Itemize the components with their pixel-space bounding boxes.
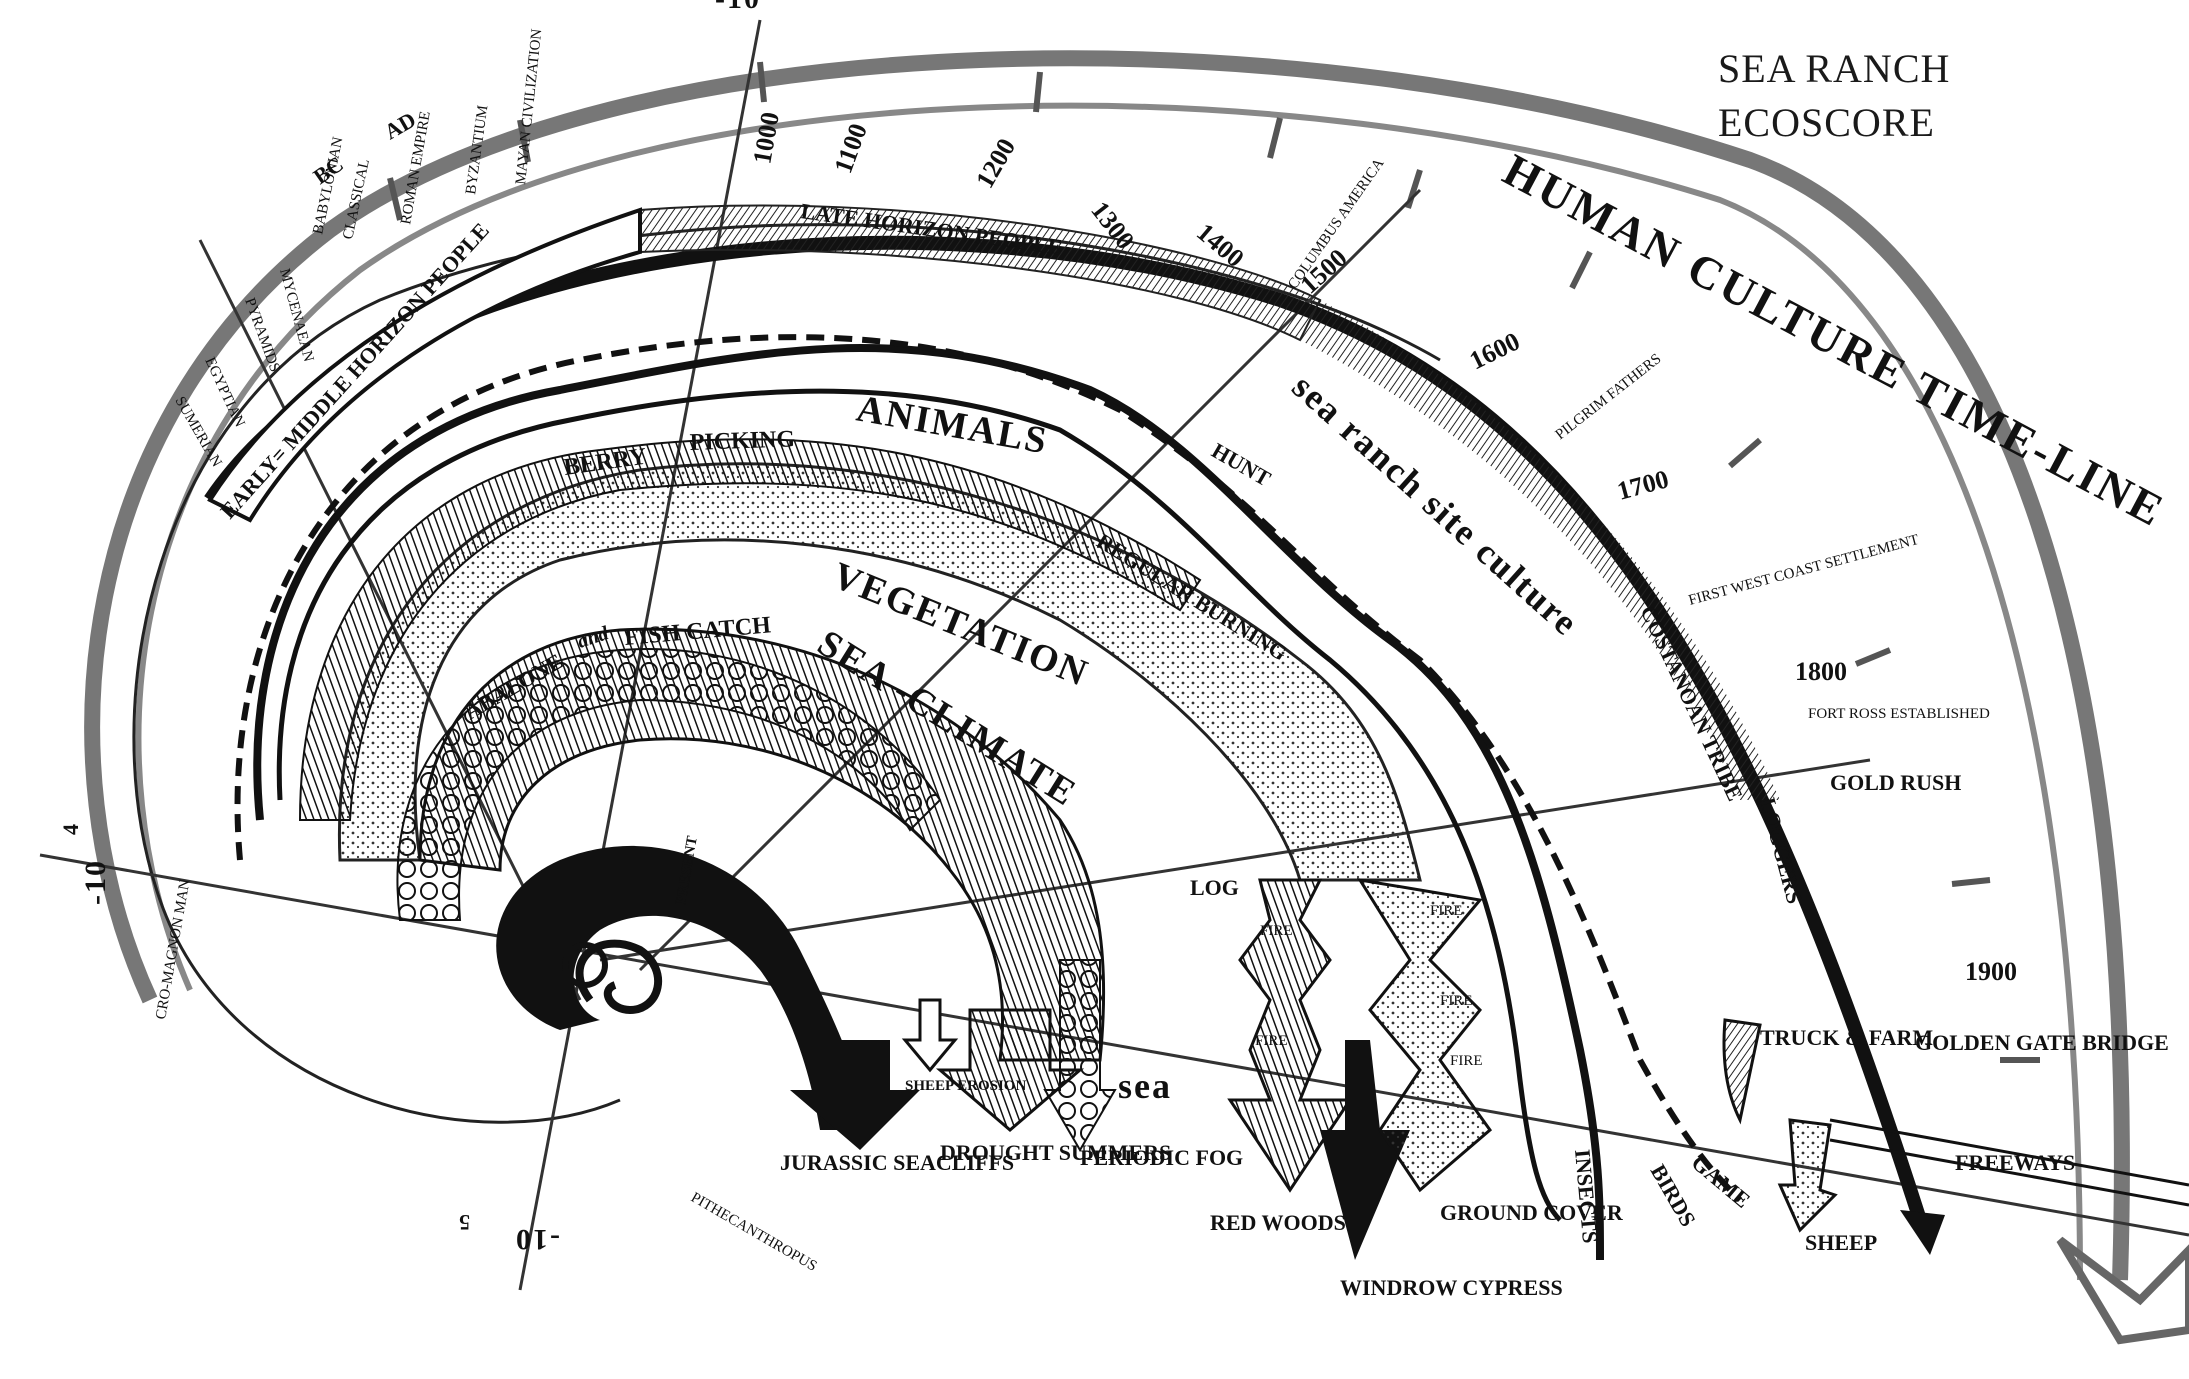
year-1200: 1200 bbox=[970, 133, 1021, 193]
power-left-sup: 4 bbox=[58, 824, 83, 835]
label-drought: DROUGHT SUMMERS bbox=[940, 1140, 1171, 1165]
sea-label: sea bbox=[1118, 1066, 1172, 1106]
arrow-ground-cover bbox=[1356, 877, 1493, 1193]
timeline-ticks bbox=[387, 61, 2040, 1063]
label-redwoods: RED WOODS bbox=[1210, 1210, 1346, 1235]
arrow-windrow bbox=[1320, 1040, 1410, 1260]
event-gold-rush: GOLD RUSH bbox=[1830, 770, 1961, 795]
arrow-sheep-erosion bbox=[901, 998, 959, 1073]
early-horizon-band bbox=[207, 207, 642, 523]
event-fort-ross: FORT ROSS ESTABLISHED bbox=[1808, 706, 1990, 722]
truck-farm-shape bbox=[1722, 1018, 1762, 1125]
fire-label-3: FIRE bbox=[1440, 993, 1473, 1009]
label-ground-cover: GROUND COVER bbox=[1440, 1200, 1624, 1225]
arrow-redwoods bbox=[1227, 878, 1353, 1193]
fire-label-1: FIRE bbox=[1260, 923, 1293, 939]
outer-spiral-inner-edge bbox=[135, 102, 2083, 1281]
outer-spiral-frame bbox=[84, 50, 2130, 1281]
label-sheep-erosion: SHEEP EROSION bbox=[905, 1078, 1026, 1094]
loggers-label: LOGGERS bbox=[1755, 795, 1807, 907]
event-pilgrim: PILGRIM FATHERS bbox=[1553, 351, 1665, 443]
event-golden-gate: GOLDEN GATE BRIDGE bbox=[1915, 1030, 2169, 1055]
civ-mayan: MAYAN CIVILIZATION bbox=[513, 28, 545, 186]
year-1100: 1100 bbox=[828, 120, 873, 177]
year-1600: 1600 bbox=[1465, 327, 1524, 376]
arrow-jurassic bbox=[790, 1040, 920, 1150]
event-pithecanthropus: PITHECANTHROPUS bbox=[688, 1190, 819, 1275]
fire-label-4: FIRE bbox=[1255, 1033, 1288, 1049]
spiral-center bbox=[562, 942, 608, 988]
inner-spiral-core bbox=[575, 939, 662, 1015]
page-title-line1: SEA RANCH bbox=[1718, 46, 1950, 91]
fire-label-5: FIRE bbox=[1450, 1053, 1483, 1069]
inner-black-spiral bbox=[496, 845, 870, 1130]
label-game: GAME bbox=[1687, 1150, 1756, 1213]
berry-picking-band bbox=[298, 438, 1202, 821]
human-culture-arrowhead bbox=[1900, 1210, 1945, 1255]
abalone-fish-band bbox=[396, 648, 942, 921]
year-1800: 1800 bbox=[1795, 657, 1847, 686]
animals-line-thin bbox=[276, 388, 1562, 1222]
label-sheep: SHEEP bbox=[1805, 1230, 1877, 1255]
picking-label: PICKING bbox=[689, 426, 796, 456]
power-left: -10 bbox=[79, 859, 112, 905]
event-freeways: FREEWAYS bbox=[1955, 1150, 2075, 1175]
freeways-lines bbox=[1829, 1118, 2189, 1207]
animals-line-dashed bbox=[234, 334, 1743, 1203]
site-culture-hatch bbox=[1300, 300, 1780, 800]
power-top: -10 bbox=[715, 0, 761, 15]
page-title-line2: ECOSCORE bbox=[1718, 100, 1935, 145]
year-1000: 1000 bbox=[747, 110, 785, 166]
arrow-fog bbox=[1043, 959, 1117, 1152]
animals-line-solid bbox=[253, 344, 1604, 1261]
sea-climate-band bbox=[418, 627, 1106, 1062]
log-label: LOG bbox=[1190, 875, 1239, 900]
power-bottom: -10 bbox=[514, 1223, 560, 1256]
outer-arrowhead bbox=[2056, 1236, 2189, 1345]
power-bottom-sup: 5 bbox=[459, 1210, 470, 1235]
label-windrow: WINDROW CYPRESS bbox=[1340, 1275, 1563, 1300]
arrow-drought bbox=[935, 1008, 1085, 1132]
fire-label-2: FIRE bbox=[1430, 903, 1463, 919]
label-fog: PERIODIC FOG bbox=[1080, 1145, 1243, 1170]
event-first-west: FIRST WEST COAST SETTLEMENT bbox=[1687, 532, 1921, 609]
arrow-sheep bbox=[1777, 1118, 1838, 1233]
year-1900: 1900 bbox=[1965, 957, 2017, 986]
label-jurassic: JURASSIC SEACLIFFS bbox=[780, 1150, 1014, 1175]
event-truck-farm: TRUCK & FARM bbox=[1760, 1025, 1933, 1050]
year-1700: 1700 bbox=[1614, 464, 1672, 505]
